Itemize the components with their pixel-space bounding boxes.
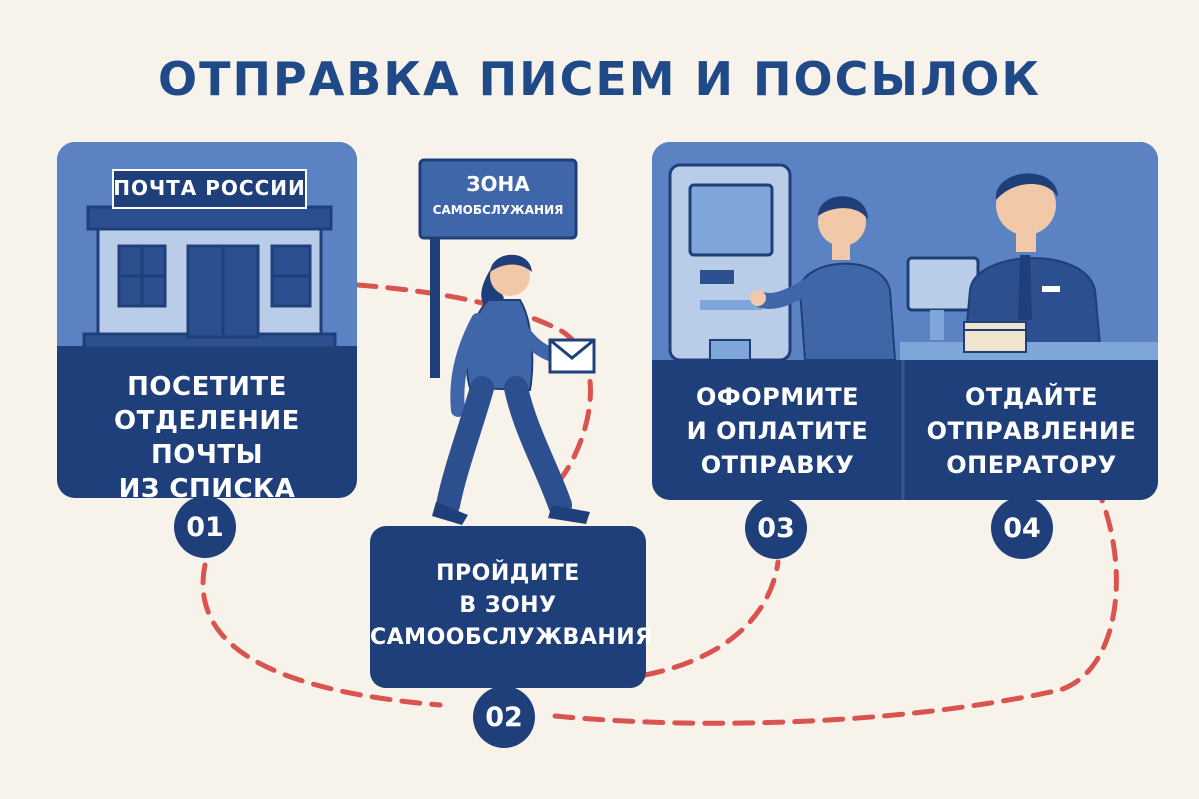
operator-illustration bbox=[900, 173, 1158, 360]
step-1-badge: 01 bbox=[174, 496, 236, 558]
step-1-line: ОТДЕЛЕНИЕ ПОЧТЫ bbox=[114, 406, 300, 470]
step-3-badge: 03 bbox=[745, 497, 807, 559]
step-4-badge: 04 bbox=[991, 497, 1053, 559]
step-4-line: ОТПРАВЛЕНИЕ bbox=[926, 417, 1137, 445]
step-2-panel bbox=[370, 526, 646, 688]
customer-illustration bbox=[750, 196, 897, 361]
post-office-building-icon bbox=[82, 169, 337, 350]
step-2-line: САМООБСЛУЖВАНИЯ bbox=[370, 625, 653, 650]
dashed-route-path bbox=[355, 282, 593, 483]
step-1-line: ПОСЕТИТЕ bbox=[127, 372, 287, 402]
parcel-box-icon bbox=[963, 321, 1027, 353]
post-office-sign: ПОЧТА РОССИИ bbox=[113, 176, 306, 200]
dashed-route-path bbox=[642, 559, 781, 678]
step-2-line: В ЗОНУ bbox=[459, 593, 557, 618]
step-4-line: ОТДАЙТЕ bbox=[964, 383, 1099, 411]
step-2-line: ПРОЙДИТЕ bbox=[436, 561, 580, 586]
step-1-panel bbox=[57, 142, 357, 498]
step-2-badge: 02 bbox=[473, 686, 535, 748]
step-2-text: ПРОЙДИТЕ В ЗОНУ САМООБСЛУЖВАНИЯ bbox=[370, 558, 653, 654]
dashed-route-path bbox=[552, 492, 1119, 726]
step-3-text: ОФОРМИТЕ И ОПЛАТИТЕ ОТПРАВКУ bbox=[652, 380, 903, 482]
envelope-icon bbox=[548, 338, 596, 374]
page-title: ОТПРАВКА ПИСЕМ И ПОСЫЛОК bbox=[158, 52, 1041, 106]
dashed-route-path bbox=[200, 562, 443, 708]
walking-woman-illustration bbox=[432, 254, 596, 525]
step-3-4-panel bbox=[652, 142, 1158, 500]
zone-sign-line2: САМОБСЛУЖАНИЯ bbox=[432, 203, 564, 217]
step-4-line: ОПЕРАТОРУ bbox=[946, 451, 1117, 479]
step-3-line: ОТПРАВКУ bbox=[700, 451, 855, 479]
step-4-text: ОТДАЙТЕ ОТПРАВЛЕНИЕ ОПЕРАТОРУ bbox=[905, 380, 1158, 482]
self-service-zone-sign bbox=[418, 158, 578, 378]
step-3-line: ОФОРМИТЕ bbox=[696, 383, 859, 411]
step-3-line: И ОПЛАТИТЕ bbox=[686, 417, 869, 445]
step-1-text: ПОСЕТИТЕ ОТДЕЛЕНИЕ ПОЧТЫ ИЗ СПИСКА bbox=[57, 370, 357, 506]
zone-sign-line1: ЗОНА bbox=[466, 172, 530, 196]
self-service-terminal-icon bbox=[668, 163, 792, 362]
